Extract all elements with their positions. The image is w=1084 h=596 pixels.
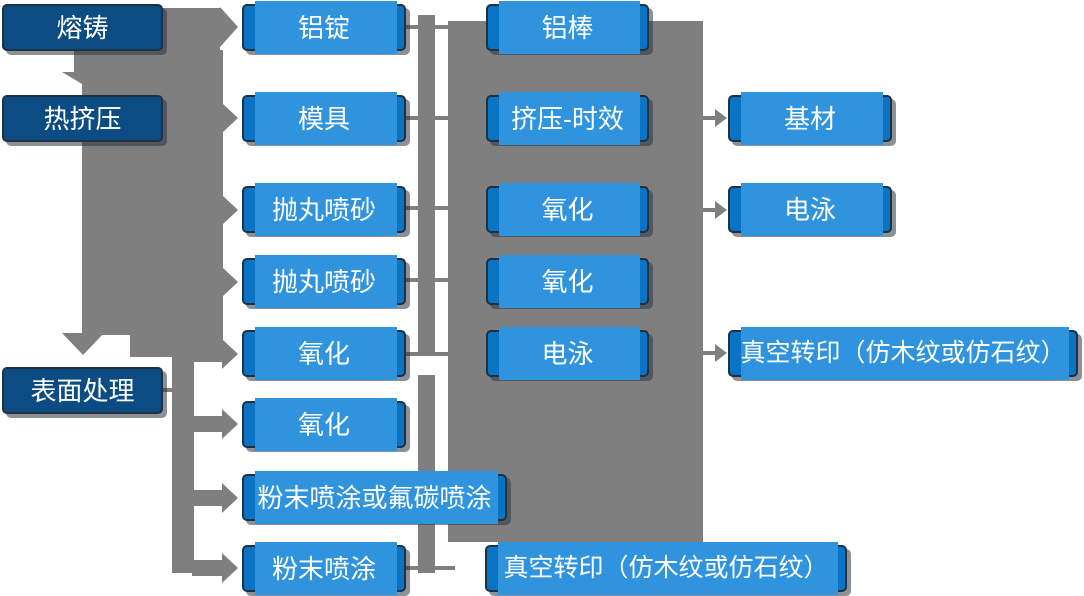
- node-label: 粉末喷涂或氟碳喷涂: [257, 482, 492, 513]
- node-label: 粉末喷涂: [271, 553, 376, 584]
- node-label: 氧化: [541, 266, 594, 297]
- node-label: 电泳: [783, 194, 836, 225]
- node-powder-or-fluorocarbon: 粉末喷涂或氟碳喷涂: [242, 471, 507, 524]
- node-vacuum-transfer-2: 真空转印（仿木纹或仿石纹）: [728, 327, 1078, 380]
- node-melting: 熔铸: [2, 4, 163, 51]
- node-label: 氧化: [541, 194, 594, 225]
- node-al-ingot: 铝锭: [242, 1, 406, 54]
- node-powder-coating: 粉末喷涂: [242, 542, 406, 595]
- node-label: 挤压-时效: [511, 103, 624, 134]
- node-label: 真空转印（仿木纹或仿石纹）: [740, 339, 1066, 367]
- node-vacuum-transfer-1: 真空转印（仿木纹或仿石纹）: [485, 542, 847, 595]
- node-label: 表面处理: [30, 375, 135, 406]
- node-label: 真空转印（仿木纹或仿石纹）: [503, 554, 829, 582]
- node-mold: 模具: [242, 92, 406, 145]
- node-label: 铝棒: [541, 12, 594, 43]
- node-shot-blast-1: 抛丸喷砂: [242, 183, 406, 236]
- node-surface-treatment: 表面处理: [2, 367, 163, 414]
- node-hot-extrusion: 热挤压: [2, 95, 163, 142]
- node-extrusion-aging: 挤压-时效: [486, 92, 649, 145]
- node-label: 模具: [297, 103, 350, 134]
- node-substrate: 基材: [728, 92, 892, 145]
- node-label: 氧化: [297, 409, 350, 440]
- node-oxidation-3: 氧化: [486, 183, 649, 236]
- node-label: 电泳: [541, 338, 594, 369]
- node-label: 热挤压: [43, 103, 122, 134]
- node-oxidation-4: 氧化: [486, 255, 649, 308]
- node-label: 铝锭: [297, 12, 350, 43]
- node-oxidation-1: 氧化: [242, 327, 406, 380]
- node-al-rod: 铝棒: [486, 1, 649, 54]
- node-shot-blast-2: 抛丸喷砂: [242, 255, 406, 308]
- node-label: 抛丸喷砂: [271, 266, 376, 297]
- node-label: 抛丸喷砂: [271, 194, 376, 225]
- node-electrophoresis-2: 电泳: [728, 183, 892, 236]
- node-electrophoresis-1: 电泳: [486, 327, 649, 380]
- node-label: 氧化: [297, 338, 350, 369]
- node-oxidation-2: 氧化: [242, 398, 406, 451]
- node-label: 熔铸: [56, 12, 109, 43]
- node-label: 基材: [783, 103, 836, 134]
